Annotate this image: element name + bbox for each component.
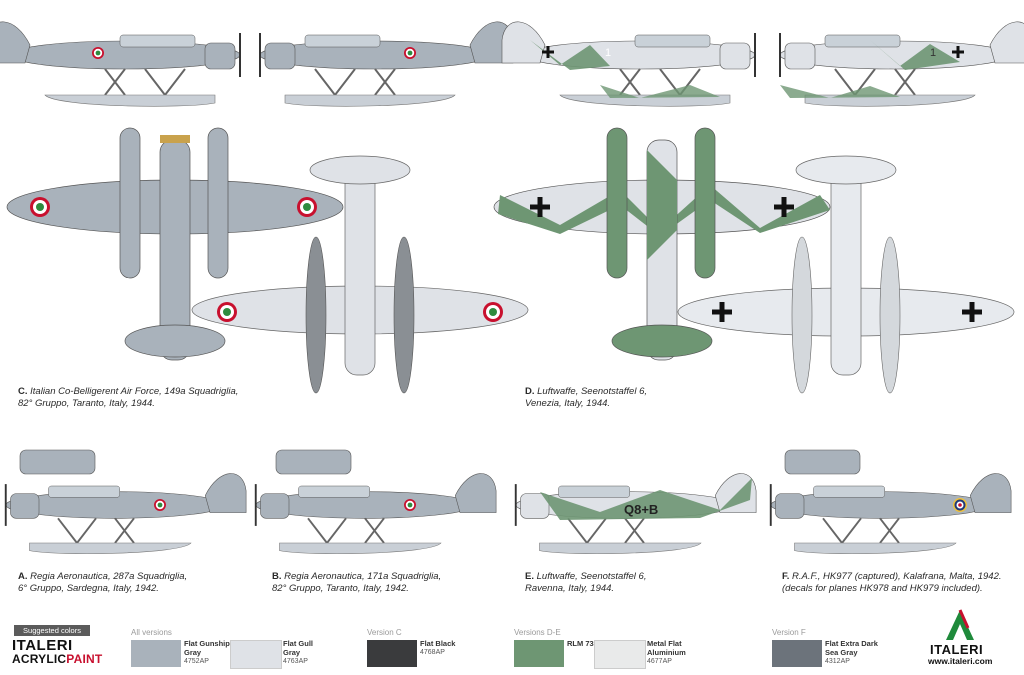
legend-group-f: Version F (772, 628, 806, 637)
caption-line: 6° Gruppo, Sardegna, Italy, 1942. (18, 583, 159, 594)
caption-line: 82° Gruppo, Taranto, Italy, 1942. (272, 583, 409, 594)
color-swatch (230, 640, 282, 669)
logo-url: www.italeri.com (928, 656, 993, 666)
legend-group-all: All versions (131, 628, 172, 637)
profile-c-side-right (259, 20, 514, 108)
profile-a-side (4, 472, 248, 555)
color-swatch-code: 4768AP (420, 649, 445, 656)
profile-b-side (254, 472, 498, 555)
color-swatch-code: 4763AP (283, 658, 308, 665)
color-swatch-name: Flat Gunship Gray (184, 639, 230, 657)
brand-italeri: ITALERI (12, 637, 73, 654)
caption-line: Regia Aeronautica, 171a Squadriglia, (284, 571, 442, 582)
color-swatch (367, 640, 417, 667)
brand-acrylic-paint: ACRYLICPAINT (12, 652, 102, 666)
color-swatch-code: 4752AP (184, 658, 209, 665)
profile-c-bottom-view (191, 155, 529, 394)
color-swatch-name: Flat Black (420, 639, 456, 648)
caption-line: Luftwaffe, Seenotstaffel 6, (536, 571, 647, 582)
logo-name: ITALERI (930, 642, 984, 657)
color-swatch-name: RLM 73 (567, 639, 594, 648)
caption-line: 82° Gruppo, Taranto, Italy, 1944. (18, 398, 155, 409)
color-swatch-code: 4677AP (647, 658, 672, 665)
color-swatch-name: Flat Extra Dark Sea Gray (825, 639, 878, 657)
caption-line: (decals for planes HK978 and HK979 inclu… (782, 583, 983, 594)
color-swatch (514, 640, 564, 667)
italeri-logo-icon (946, 609, 974, 640)
profile-c-side-left (0, 22, 240, 106)
caption-letter: C. (18, 386, 28, 397)
caption-letter: B. (272, 571, 282, 582)
caption-line: Ravenna, Italy, 1944. (525, 583, 615, 594)
caption-d: D. Luftwaffe, Seenotstaffel 6, Venezia, … (525, 386, 647, 410)
raf-roundel (953, 498, 967, 512)
caption-line: Venezia, Italy, 1944. (525, 398, 611, 409)
color-swatch (594, 640, 646, 669)
caption-letter: A. (18, 571, 28, 582)
fuselage-code-d-left: 1 (605, 47, 611, 59)
fuselage-code-d-right: 1 (930, 47, 936, 59)
caption-letter: E. (525, 571, 534, 582)
suggested-colors-label: Suggested colors (14, 625, 90, 636)
caption-b: B. Regia Aeronautica, 171a Squadriglia, … (272, 571, 441, 595)
profile-f-side (769, 472, 1013, 555)
caption-f: F. R.A.F., HK977 (captured), Kalafrana, … (782, 571, 1002, 595)
profile-d-bottom-view (677, 155, 1015, 394)
color-swatch-name: Metal Flat Aluminium (647, 639, 686, 657)
caption-letter: D. (525, 386, 535, 397)
profile-d-side-left (502, 22, 755, 106)
caption-line: Regia Aeronautica, 287a Squadriglia, (30, 571, 188, 582)
caption-line: Luftwaffe, Seenotstaffel 6, (537, 386, 647, 397)
caption-line: R.A.F., HK977 (captured), Kalafrana, Mal… (792, 571, 1002, 582)
brand-acrylic: ACRYLIC (12, 652, 67, 666)
profile-c-top-view (6, 127, 344, 361)
color-swatch-name: Flat Gull Gray (283, 639, 313, 657)
caption-e: E. Luftwaffe, Seenotstaffel 6, Ravenna, … (525, 571, 646, 595)
fuselage-code-e: Q8+B (624, 502, 658, 517)
profile-d-top-view (493, 127, 831, 361)
caption-a: A. Regia Aeronautica, 287a Squadriglia, … (18, 571, 187, 595)
caption-letter: F. (782, 571, 790, 582)
caption-c: C. Italian Co-Belligerent Air Force, 149… (18, 386, 238, 410)
legend-group-c: Version C (367, 628, 402, 637)
profile-d-side-right (779, 20, 1024, 108)
color-swatch-code: 4312AP (825, 658, 850, 665)
color-swatch (772, 640, 822, 667)
caption-line: Italian Co-Belligerent Air Force, 149a S… (30, 386, 239, 397)
legend-group-de: Versions D-E (514, 628, 561, 637)
brand-paint: PAINT (66, 652, 103, 666)
color-swatch (131, 640, 181, 667)
